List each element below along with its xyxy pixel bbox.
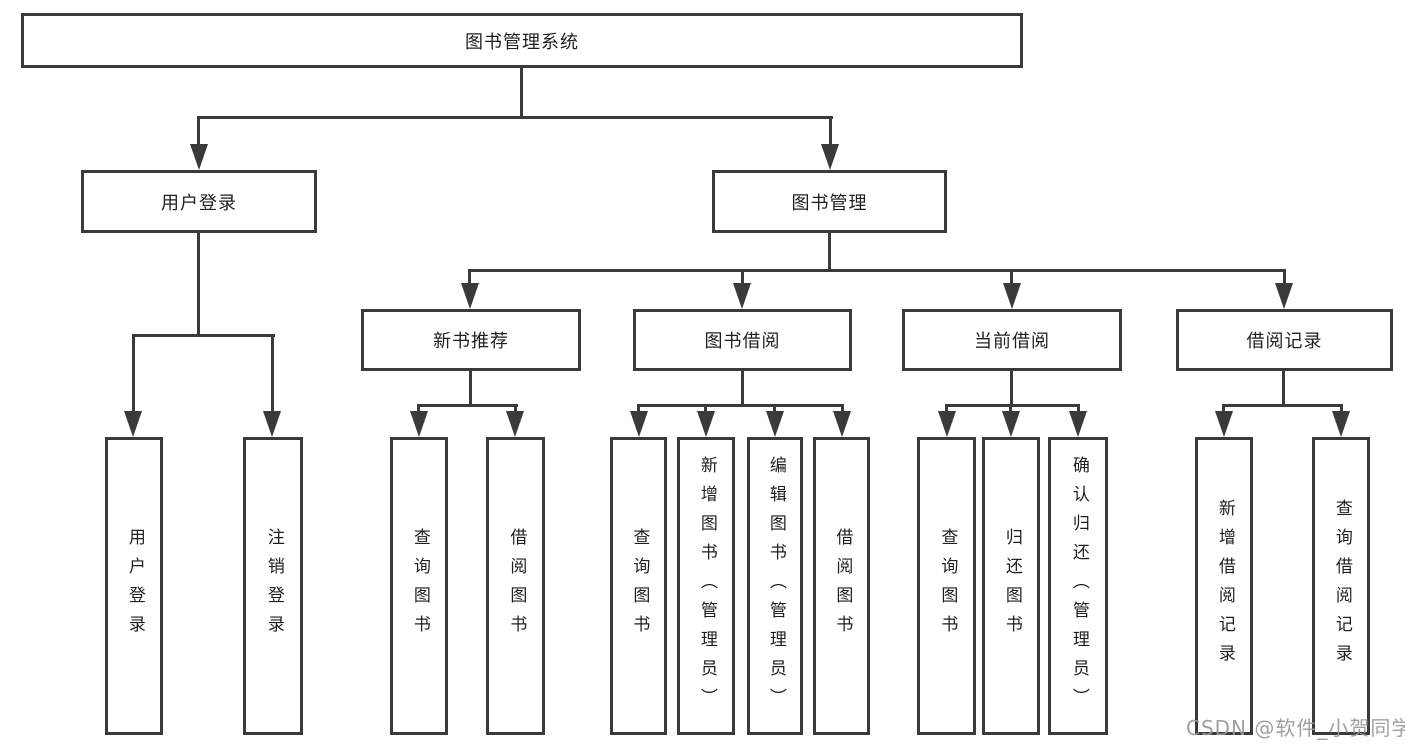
node-label: 借阅图书 <box>832 528 853 644</box>
connector-line <box>1009 404 1012 413</box>
leaf-add-borrow-record: 新增借阅记录 <box>1195 437 1253 735</box>
arrowhead-down <box>766 411 784 437</box>
leaf-query-books: 查询图书 <box>610 437 667 735</box>
arrowhead-down <box>1275 283 1293 309</box>
leaf-user-login: 用户登录 <box>105 437 163 735</box>
connector-line <box>704 404 707 413</box>
node-label: 当前借阅 <box>974 331 1050 352</box>
arrowhead-down <box>733 283 751 309</box>
connector-line <box>945 404 948 413</box>
connector-line <box>468 269 1286 272</box>
node-label: 用户登录 <box>161 192 237 214</box>
node-label: 归还图书 <box>1001 528 1022 644</box>
arrowhead-down <box>630 411 648 437</box>
node-label: 新书推荐 <box>433 331 509 352</box>
node-label: 借阅记录 <box>1246 331 1323 352</box>
leaf-query-books: 查询图书 <box>390 437 448 735</box>
arrowhead-down <box>1069 411 1087 437</box>
arrowhead-down <box>833 411 851 437</box>
leaf-borrow-books: 借阅图书 <box>486 437 545 735</box>
node-new-book-recommendation: 新书推荐 <box>361 309 581 371</box>
arrowhead-down <box>461 283 479 309</box>
node-label: 查询图书 <box>409 528 430 644</box>
node-label: 新增图书（管理员） <box>696 455 717 717</box>
arrowhead-down <box>506 411 524 437</box>
connector-line <box>1222 404 1225 413</box>
node-label: 查询图书 <box>937 528 958 644</box>
connector-line <box>468 269 471 285</box>
arrowhead-down <box>190 144 208 170</box>
arrowhead-down <box>263 411 281 437</box>
node-user-login: 用户登录 <box>81 170 317 233</box>
connector-line <box>417 404 518 407</box>
node-label: 确认归还（管理员） <box>1068 455 1089 717</box>
node-label: 图书借阅 <box>704 331 781 352</box>
node-book-management: 图书管理 <box>712 170 947 233</box>
node-current-borrowing: 当前借阅 <box>902 309 1122 371</box>
connector-line <box>197 116 200 148</box>
connector-line <box>637 404 640 413</box>
connector-line <box>1282 371 1285 406</box>
connector-line <box>741 269 744 285</box>
arrowhead-down <box>821 144 839 170</box>
node-label: 注销登录 <box>263 528 284 644</box>
connector-line <box>520 68 523 118</box>
arrowhead-down <box>1003 283 1021 309</box>
arrowhead-down <box>697 411 715 437</box>
leaf-return-books: 归还图书 <box>982 437 1040 735</box>
leaf-confirm-return-admin: 确认归还（管理员） <box>1048 437 1108 735</box>
leaf-query-borrow-record: 查询借阅记录 <box>1312 437 1370 735</box>
leaf-add-book-admin: 新增图书（管理员） <box>677 437 735 735</box>
connector-line <box>132 334 135 414</box>
node-label: 图书管理系统 <box>465 31 579 53</box>
leaf-borrow-books: 借阅图书 <box>813 437 870 735</box>
arrowhead-down <box>1002 411 1020 437</box>
connector-line <box>469 371 472 406</box>
connector-line <box>945 404 1080 407</box>
connector-line <box>1283 269 1286 285</box>
connector-line <box>271 334 274 414</box>
connector-line <box>197 116 833 119</box>
connector-line <box>1222 404 1343 407</box>
connector-line <box>1077 404 1080 413</box>
node-library-system: 图书管理系统 <box>21 13 1023 68</box>
connector-line <box>773 404 776 413</box>
arrowhead-down <box>1332 411 1350 437</box>
connector-line <box>741 371 744 406</box>
node-borrowing-records: 借阅记录 <box>1176 309 1393 371</box>
connector-line <box>637 404 844 407</box>
arrowhead-down <box>410 411 428 437</box>
connector-line <box>841 404 844 413</box>
leaf-query-books: 查询图书 <box>917 437 976 735</box>
connector-line <box>514 404 517 413</box>
connector-line <box>197 233 200 336</box>
connector-line <box>1010 269 1013 285</box>
connector-line <box>828 233 831 272</box>
node-label: 查询图书 <box>629 528 650 644</box>
arrowhead-down <box>124 411 142 437</box>
node-book-borrowing: 图书借阅 <box>633 309 852 371</box>
node-label: 图书管理 <box>791 192 868 214</box>
connector-line <box>829 116 832 148</box>
node-label: 编辑图书（管理员） <box>765 455 786 717</box>
connector-line <box>417 404 420 413</box>
node-label: 查询借阅记录 <box>1331 499 1352 673</box>
node-label: 新增借阅记录 <box>1214 499 1235 673</box>
connector-line <box>1010 371 1013 406</box>
node-label: 用户登录 <box>124 528 145 644</box>
leaf-logout: 注销登录 <box>243 437 303 735</box>
connector-line <box>1340 404 1343 413</box>
leaf-edit-book-admin: 编辑图书（管理员） <box>747 437 803 735</box>
arrowhead-down <box>1215 411 1233 437</box>
node-label: 借阅图书 <box>506 528 527 644</box>
csdn-watermark: CSDN @软件_小贺同学 <box>1186 716 1405 740</box>
connector-line <box>132 334 275 337</box>
arrowhead-down <box>938 411 956 437</box>
